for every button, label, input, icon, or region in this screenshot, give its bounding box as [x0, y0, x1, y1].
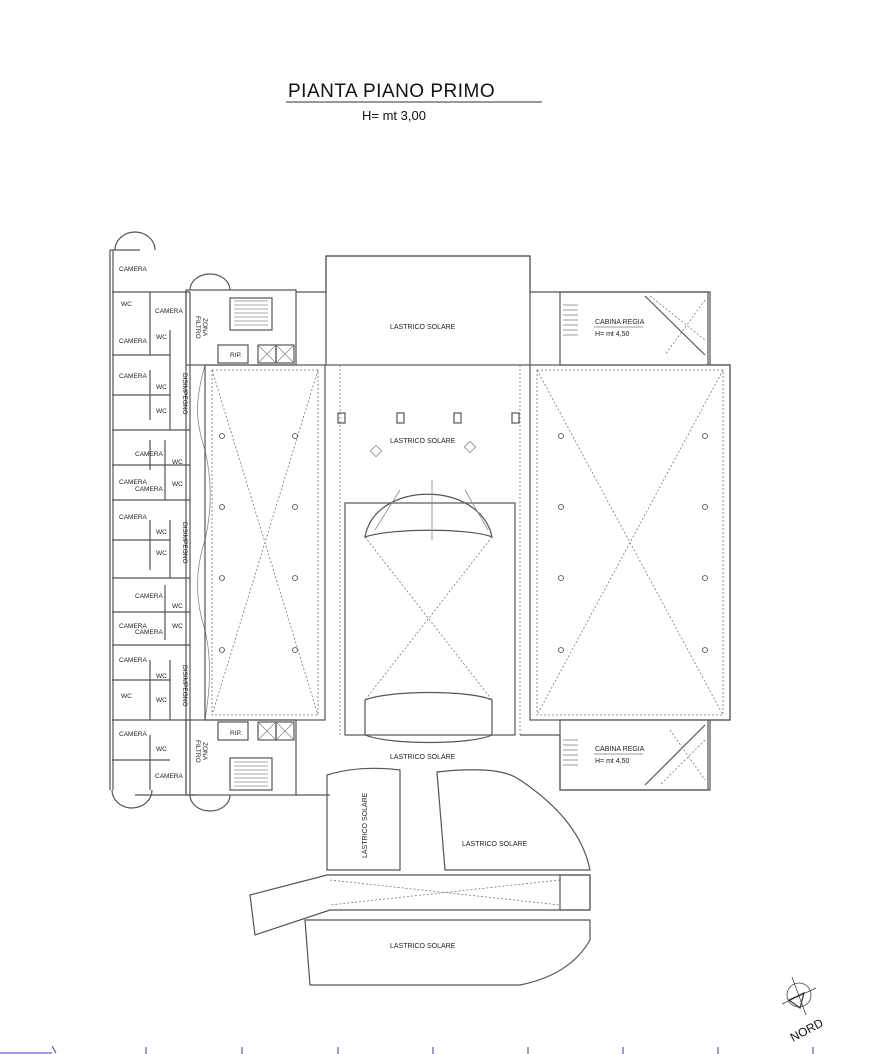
room-label-camera: CAMERA — [119, 479, 147, 486]
room-label-camera: CAMERA — [135, 451, 163, 458]
room-label-wc: WC — [156, 408, 167, 415]
room-label-camera: CAMERA — [155, 773, 183, 780]
north-label: NORD — [788, 1016, 826, 1045]
room-label-wc: WC — [121, 301, 132, 308]
room-label-lastrico-solare: LASTRICO SOLARE — [390, 943, 456, 950]
room-label-lastrico-solare: LASTRICO SOLARE — [362, 792, 369, 858]
room-label-disimpegno: DISIMPEGNO — [181, 373, 188, 415]
room-label-camera: CAMERA — [119, 514, 147, 521]
left-hall — [204, 364, 326, 721]
right-hall — [529, 364, 731, 721]
room-label-lastrico-solare: LASTRICO SOLARE — [390, 754, 456, 761]
bottom-ruler — [0, 1045, 814, 1054]
room-label-zona-filtro: ZONA — [201, 742, 208, 761]
room-label-wc: WC — [156, 384, 167, 391]
room-label-cabina-regia: CABINA REGIA — [595, 746, 645, 753]
room-label-camera: CAMERA — [135, 629, 163, 636]
room-label-wc: WC — [121, 693, 132, 700]
room-label-wc: WC — [156, 550, 167, 557]
room-label-cabina-regia-height: H= mt 4,50 — [595, 758, 630, 765]
room-label-camera: CAMERA — [119, 266, 147, 273]
central-hall — [337, 365, 521, 744]
room-label-camera: CAMERA — [135, 593, 163, 600]
room-label-rip: RIP. — [230, 730, 242, 737]
plan-title: PIANTA PIANO PRIMO — [288, 81, 495, 102]
room-label-disimpegno: DISIMPEGNO — [181, 522, 188, 564]
plan-height: H= mt 3,00 — [362, 108, 426, 123]
room-label-cabina-regia: CABINA REGIA — [595, 319, 645, 326]
control-room-bottom — [559, 719, 709, 791]
room-label-wc: WC — [172, 623, 183, 630]
room-label-lastrico-solare: LASTRICO SOLARE — [390, 324, 456, 331]
top-terrace — [325, 255, 531, 366]
room-label-lastrico-solare: LASTRICO SOLARE — [462, 841, 528, 848]
room-label-wc: WC — [172, 481, 183, 488]
room-labels: CAMERA WC CAMERA WC CAMERA CAMERA WC WC … — [119, 266, 645, 950]
north-compass-icon — [781, 976, 817, 1016]
bottom-terraces — [249, 767, 591, 986]
room-label-wc: WC — [156, 746, 167, 753]
room-label-zona-filtro: ZONA — [201, 318, 208, 337]
control-room-top — [559, 291, 709, 366]
room-label-wc: WC — [172, 603, 183, 610]
room-label-rip: RIP. — [230, 352, 242, 359]
room-label-zona-filtro: FILTRO — [194, 740, 201, 763]
room-label-wc: WC — [172, 459, 183, 466]
room-label-camera: CAMERA — [135, 486, 163, 493]
room-label-zona-filtro: FILTRO — [194, 316, 201, 339]
left-wing-rooms — [109, 231, 231, 812]
room-label-cabina-regia-height: H= mt 4,50 — [595, 331, 630, 338]
room-label-camera: CAMERA — [119, 623, 147, 630]
room-label-camera: CAMERA — [119, 657, 147, 664]
room-label-wc: WC — [156, 673, 167, 680]
room-label-wc: WC — [156, 697, 167, 704]
room-label-camera: CAMERA — [119, 731, 147, 738]
room-label-camera: CAMERA — [155, 308, 183, 315]
room-label-wc: WC — [156, 529, 167, 536]
room-label-camera: CAMERA — [119, 338, 147, 345]
room-label-camera: CAMERA — [119, 373, 147, 380]
outer-shell — [296, 255, 731, 796]
room-label-disimpegno: DISIMPEGNO — [181, 665, 188, 707]
room-label-lastrico-solare: LASTRICO SOLARE — [390, 438, 456, 445]
room-label-wc: WC — [156, 334, 167, 341]
